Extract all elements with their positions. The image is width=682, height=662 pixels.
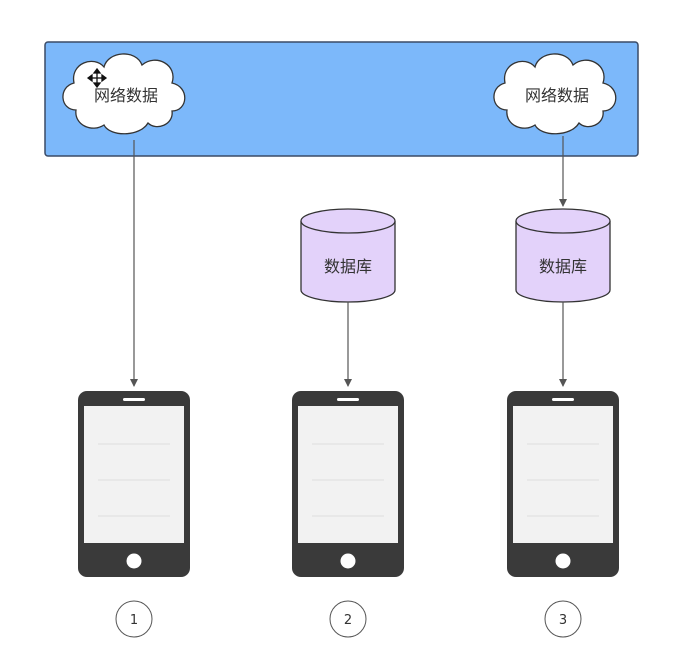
number-badge-3: 3 (544, 600, 582, 638)
phone-3 (507, 391, 619, 577)
phone-screen (298, 406, 398, 543)
cloud-network-data-2: 网络数据 (493, 53, 617, 135)
phone-screen (513, 406, 613, 543)
number-label: 1 (130, 613, 138, 628)
number-badge-2: 2 (329, 600, 367, 638)
home-button (126, 553, 142, 569)
number-label: 2 (344, 613, 352, 628)
phone-speaker (123, 398, 145, 401)
number-badge-1: 1 (115, 600, 153, 638)
move-cursor-icon (86, 67, 108, 89)
phone-1 (78, 391, 190, 577)
number-label: 3 (559, 613, 567, 628)
cloud-label: 网络数据 (94, 86, 158, 105)
database-label: 数据库 (539, 257, 587, 276)
network-band (44, 41, 639, 157)
cloud-label: 网络数据 (525, 86, 589, 105)
phone-speaker (337, 398, 359, 401)
cloud-network-data-1: 网络数据 (62, 53, 186, 135)
home-button (340, 553, 356, 569)
phone-screen (84, 406, 184, 543)
home-button (555, 553, 571, 569)
database-label: 数据库 (324, 257, 372, 276)
phone-speaker (552, 398, 574, 401)
phone-2 (292, 391, 404, 577)
database-3: 数据库 (515, 208, 611, 303)
database-2: 数据库 (300, 208, 396, 303)
